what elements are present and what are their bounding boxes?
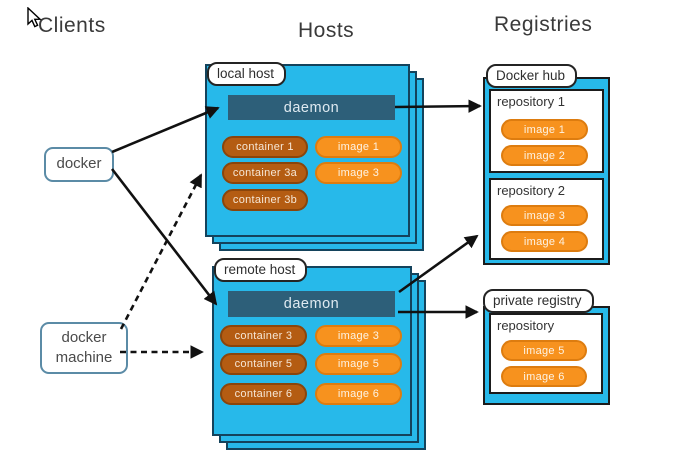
column-title-registries: Registries (494, 13, 593, 36)
container-pill: container 1 (222, 136, 308, 158)
container-pill: container 3b (222, 189, 308, 211)
column-title-clients: Clients (38, 14, 106, 37)
repository-2-name: repository 2 (497, 183, 565, 198)
image-pill: image 5 (315, 353, 402, 375)
column-title-hosts: Hosts (298, 19, 355, 42)
image-pill: image 4 (501, 231, 588, 252)
docker-client-box: docker (44, 147, 114, 182)
local-daemon-bar: daemon (228, 95, 395, 120)
container-pill: container 5 (220, 353, 307, 375)
private-repository-name: repository (497, 318, 555, 333)
cursor-icon (27, 7, 42, 28)
docker-machine-client-box: docker machine (40, 322, 128, 374)
remote-host-label: remote host (214, 258, 308, 282)
image-pill: image 3 (315, 162, 402, 184)
image-pill: image 3 (501, 205, 588, 226)
arrow-docker-to-remote-daemon (110, 168, 218, 306)
image-pill: image 2 (501, 145, 588, 166)
image-pill: image 5 (501, 340, 587, 361)
image-pill: image 6 (501, 366, 587, 387)
image-pill: image 6 (315, 383, 402, 405)
remote-daemon-bar: daemon (228, 291, 395, 317)
arrow-docker-machine-to-local-host (119, 173, 203, 330)
container-pill: container 3 (220, 325, 307, 347)
local-host-label: local host (207, 62, 287, 86)
arrow-docker-to-local-daemon (111, 106, 220, 154)
docker-hub-label: Docker hub (486, 64, 578, 88)
image-pill: image 1 (315, 136, 402, 158)
image-pill: image 3 (315, 325, 402, 347)
repository-1-name: repository 1 (497, 94, 565, 109)
private-registry-label: private registry (483, 289, 594, 313)
container-pill: container 3a (222, 162, 308, 184)
image-pill: image 1 (501, 119, 588, 140)
container-pill: container 6 (220, 383, 307, 405)
